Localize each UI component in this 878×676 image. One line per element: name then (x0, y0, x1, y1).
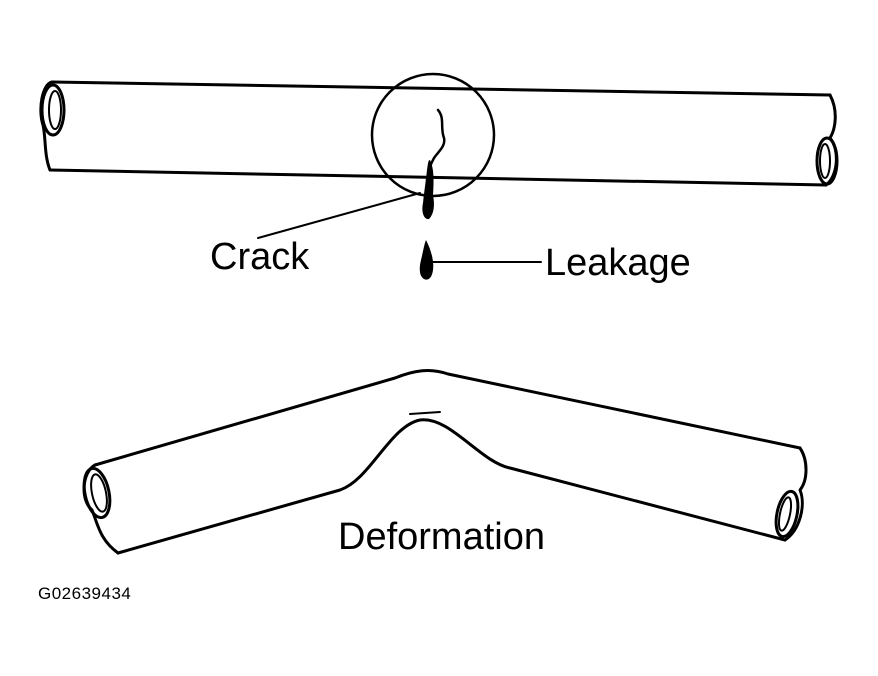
straight-pipe-left-opening-inner (48, 90, 62, 130)
deformed-pipe-left-opening (82, 466, 112, 520)
crack-leak-drip (422, 160, 434, 220)
deformation-label: Deformation (338, 516, 545, 558)
deformed-pipe-right-opening-inner (777, 496, 793, 532)
figure-code-label: G02639434 (38, 584, 132, 603)
deformed-pipe-kink-crease (409, 411, 441, 415)
crack-label: Crack (210, 236, 310, 278)
leakage-label: Leakage (545, 242, 691, 284)
straight-pipe-left-opening (40, 83, 66, 137)
deformed-pipe-right-opening (774, 489, 800, 539)
deformed-pipe-left-opening-inner (90, 473, 108, 513)
leak-droplet (419, 240, 434, 280)
straight-pipe-right-opening (815, 136, 839, 186)
crack-detail (257, 72, 542, 280)
straight-pipe-top-edge (50, 80, 832, 97)
deformed-pipe-bottom-edge (116, 418, 787, 555)
straight-pipe-right-opening-inner (819, 143, 831, 179)
deformed-pipe-right-end-outline (783, 446, 808, 542)
straight-pipe-bottom-edge (48, 168, 828, 187)
deformed-pipe (82, 369, 808, 555)
crack-leader-line (257, 192, 421, 239)
straight-pipe (39, 80, 839, 187)
deformed-pipe-top-edge (93, 369, 802, 467)
